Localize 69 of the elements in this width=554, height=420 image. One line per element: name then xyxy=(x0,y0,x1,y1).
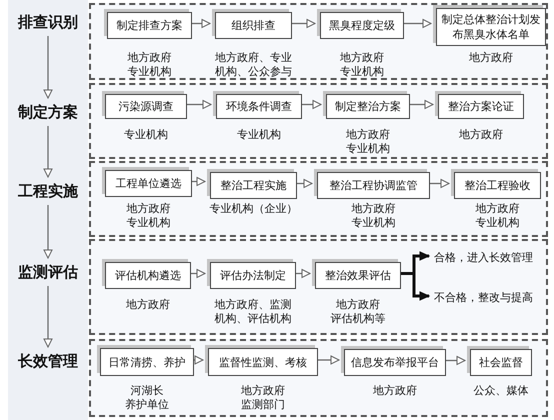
agency-caption: 地方政府 专业机构 xyxy=(126,51,172,79)
process-box: 黑臭程度定级 xyxy=(320,12,404,39)
dashed-stage-frame xyxy=(89,239,548,335)
agency-caption: 地方政府 专业机构 xyxy=(339,51,385,79)
arrow xyxy=(295,269,310,278)
dashed-stage-frame xyxy=(89,3,548,80)
agency-caption: 专业机构 xyxy=(123,128,169,142)
arrow xyxy=(191,177,206,186)
process-box: 环境条件调查 xyxy=(216,94,302,119)
agency-caption: 地方政府 xyxy=(372,384,418,398)
arrow xyxy=(44,286,52,348)
arrow xyxy=(409,100,434,109)
stage-label: 工程实施 xyxy=(8,180,88,202)
dashed-stage-frame xyxy=(89,339,548,417)
arrow xyxy=(44,205,52,258)
arrow xyxy=(44,126,52,178)
process-box: 制定排查方案 xyxy=(107,12,192,39)
process-box: 整治方案论证 xyxy=(438,94,524,119)
arrow xyxy=(301,100,322,109)
outcome-label: 不合格，整改与提高 xyxy=(434,288,546,308)
agency-caption: 地方政府、专业机构、公众参与 xyxy=(214,51,293,79)
agency-caption: 地方政府 xyxy=(458,128,504,142)
arrow xyxy=(44,36,52,98)
process-box: 制定总体整治计划发布黑臭水体名单 xyxy=(436,8,546,46)
process-box: 评估机构遴选 xyxy=(105,262,191,289)
agency-caption: 河湖长 养护单位 xyxy=(124,384,170,412)
arrow xyxy=(296,179,312,188)
stage-label: 制定方案 xyxy=(8,101,88,123)
outcome-label: 合格，进入长效管理 xyxy=(434,248,546,268)
process-box: 污染源调查 xyxy=(105,94,187,119)
arrow xyxy=(186,100,212,109)
arrow xyxy=(317,356,340,364)
agency-caption: 地方政府 专业机构 xyxy=(350,202,396,230)
arrow xyxy=(429,179,450,188)
arrow xyxy=(400,272,430,300)
arrow xyxy=(291,19,316,28)
agency-caption: 专业机构 xyxy=(236,128,282,142)
process-box: 制定整治方案 xyxy=(326,94,410,119)
arrow xyxy=(193,356,204,364)
agency-caption: 地方政府、监测机构、评估机构 xyxy=(214,298,292,326)
agency-caption: 地方政府 专业机构 xyxy=(126,202,172,230)
stage-label: 长效管理 xyxy=(8,350,88,372)
dashed-stage-frame xyxy=(89,161,548,237)
agency-caption: 地方政府 专业机构 xyxy=(345,128,391,156)
arrow xyxy=(191,19,210,28)
agency-caption: 地方政府 xyxy=(125,298,171,312)
arrow xyxy=(403,19,432,28)
arrow xyxy=(445,356,466,365)
process-box: 评估办法制定 xyxy=(210,262,296,289)
process-box: 工程单位遴选 xyxy=(105,170,192,197)
process-box: 社会监督 xyxy=(470,349,532,376)
stage-label: 监测评估 xyxy=(8,261,88,283)
process-box: 整治工程验收 xyxy=(454,172,541,199)
process-box: 整治工程协调监管 xyxy=(317,172,430,199)
process-box: 整治工程实施 xyxy=(210,172,297,199)
dashed-stage-frame xyxy=(89,83,548,159)
agency-caption: 专业机构（企业） xyxy=(208,202,298,216)
agency-caption: 公众、媒体 xyxy=(472,384,530,398)
process-box: 信息发布举报平台 xyxy=(344,349,446,376)
agency-caption: 地方政府 xyxy=(468,51,514,65)
agency-caption: 地方政府 评估机构等 xyxy=(330,298,386,326)
stage-label: 排查识别 xyxy=(8,11,88,33)
arrow xyxy=(190,269,206,278)
process-box: 监督性监测、考核 xyxy=(208,348,318,376)
process-box: 整治效果评估 xyxy=(315,262,401,289)
agency-caption: 地方政府 监测部门 xyxy=(240,384,286,412)
process-box: 组织排查 xyxy=(215,12,292,39)
agency-caption: 地方政府 专业机构 xyxy=(474,202,520,230)
process-box: 日常清捞、养护 xyxy=(100,348,194,376)
